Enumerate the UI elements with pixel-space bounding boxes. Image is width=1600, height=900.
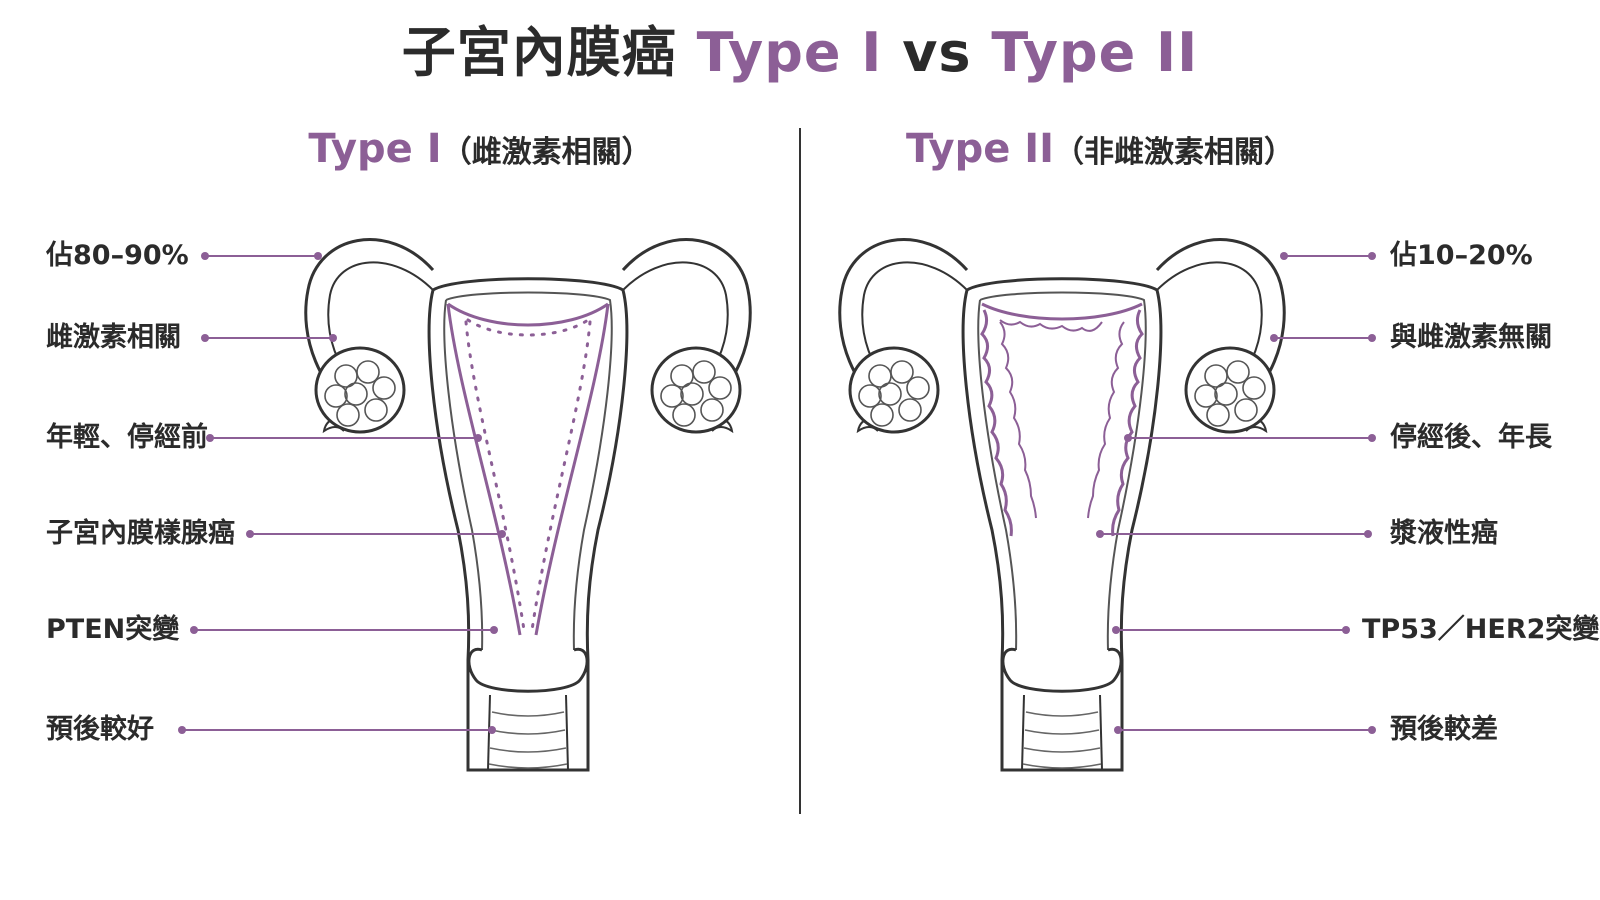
left-label-prevalence: 佔80–90% — [46, 240, 189, 271]
right-uterus — [838, 238, 1286, 772]
right-label-hormone: 與雌激素無關 — [1390, 322, 1552, 353]
right-panel-heading: Type II（非雌激素相關） — [780, 126, 1420, 172]
right-label-mutation: TP53／HER2突變 — [1362, 614, 1600, 645]
left-panel-heading: Type I（雌激素相關） — [160, 126, 800, 172]
right-label-age: 停經後、年長 — [1390, 422, 1552, 453]
center-divider — [799, 128, 801, 814]
title-main: 子宮內膜癌 — [401, 21, 677, 84]
left-leader-lines — [178, 252, 506, 734]
title-vs: vs — [902, 21, 972, 84]
left-uterus — [304, 238, 752, 772]
left-heading-type: Type I — [308, 126, 442, 172]
title-type1: Type I — [696, 21, 883, 84]
left-label-prognosis: 預後較好 — [46, 714, 154, 745]
right-heading-sub: （非雌激素相關） — [1054, 135, 1295, 170]
left-heading-sub: （雌激素相關） — [441, 135, 652, 170]
right-label-histology: 漿液性癌 — [1390, 518, 1498, 549]
left-label-histology: 子宮內膜樣腺癌 — [46, 518, 235, 549]
left-label-hormone: 雌激素相關 — [46, 322, 181, 353]
right-label-prevalence: 佔10–20% — [1390, 240, 1533, 271]
right-leader-lines — [1096, 252, 1376, 734]
right-label-prognosis: 預後較差 — [1390, 714, 1498, 745]
title-type2: Type II — [991, 21, 1199, 84]
page-title: 子宮內膜癌 Type I vs Type II — [0, 18, 1600, 88]
right-heading-type: Type II — [905, 126, 1055, 172]
left-label-mutation: PTEN突變 — [46, 614, 180, 645]
left-label-age: 年輕、停經前 — [46, 422, 208, 453]
